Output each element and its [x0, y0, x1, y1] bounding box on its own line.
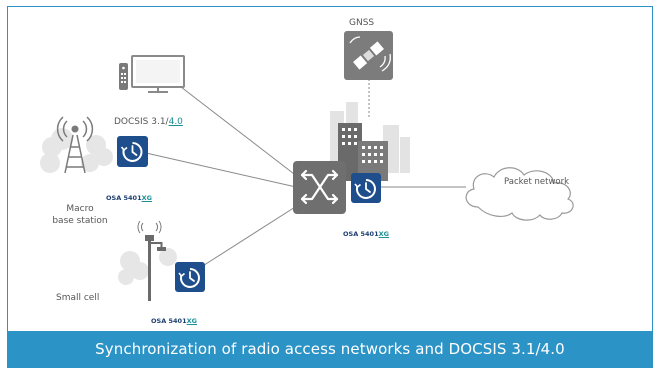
diagram-frame: GNSS DOCSIS 3.1/4.0 OSA 5401XG Macro bas… [7, 6, 653, 368]
radio-tower-icon [56, 116, 94, 174]
link-macro-switch [145, 152, 297, 188]
smallcell-trees [118, 248, 177, 285]
packet-network-label: Packet network [504, 177, 570, 187]
product-suffix: XG [186, 317, 197, 325]
clock-sync-icon [175, 262, 205, 292]
product-label-center: OSA 5401XG [343, 230, 389, 239]
product-name: OSA 5401 [343, 230, 379, 238]
macro-label-line1: Macro [66, 204, 94, 214]
network-switch-icon [293, 161, 346, 214]
macro-base-station-label: Macro base station [40, 203, 120, 227]
product-label-small-cell: OSA 5401XG [151, 317, 197, 326]
link-tv-switch [167, 76, 299, 178]
clock-sync-icon [351, 173, 381, 203]
product-name: OSA 5401 [151, 317, 187, 325]
macro-label-line2: base station [52, 216, 108, 226]
figure-caption: Synchronization of radio access networks… [8, 331, 652, 367]
product-suffix: XG [378, 230, 389, 238]
docsis-prefix: DOCSIS 3.1/ [114, 117, 169, 127]
clock-sync-icon [117, 136, 148, 167]
gnss-satellite-icon [344, 31, 393, 80]
docsis-label: DOCSIS 3.1/4.0 [114, 116, 183, 128]
gnss-label: GNSS [349, 18, 375, 28]
connections [145, 76, 466, 270]
link-smallcell-switch [197, 201, 304, 270]
diagram-canvas [40, 31, 574, 301]
product-label-macro: OSA 5401XG [106, 194, 152, 203]
cloud-icon [465, 167, 574, 221]
docsis-version: 4.0 [168, 117, 183, 127]
product-suffix: XG [141, 194, 152, 202]
remote-control-icon [119, 63, 128, 90]
small-cell-pole-icon [137, 220, 166, 301]
tv-icon [131, 55, 185, 93]
macro-trees [40, 128, 113, 173]
small-cell-label: Small cell [56, 293, 100, 303]
product-name: OSA 5401 [106, 194, 142, 202]
